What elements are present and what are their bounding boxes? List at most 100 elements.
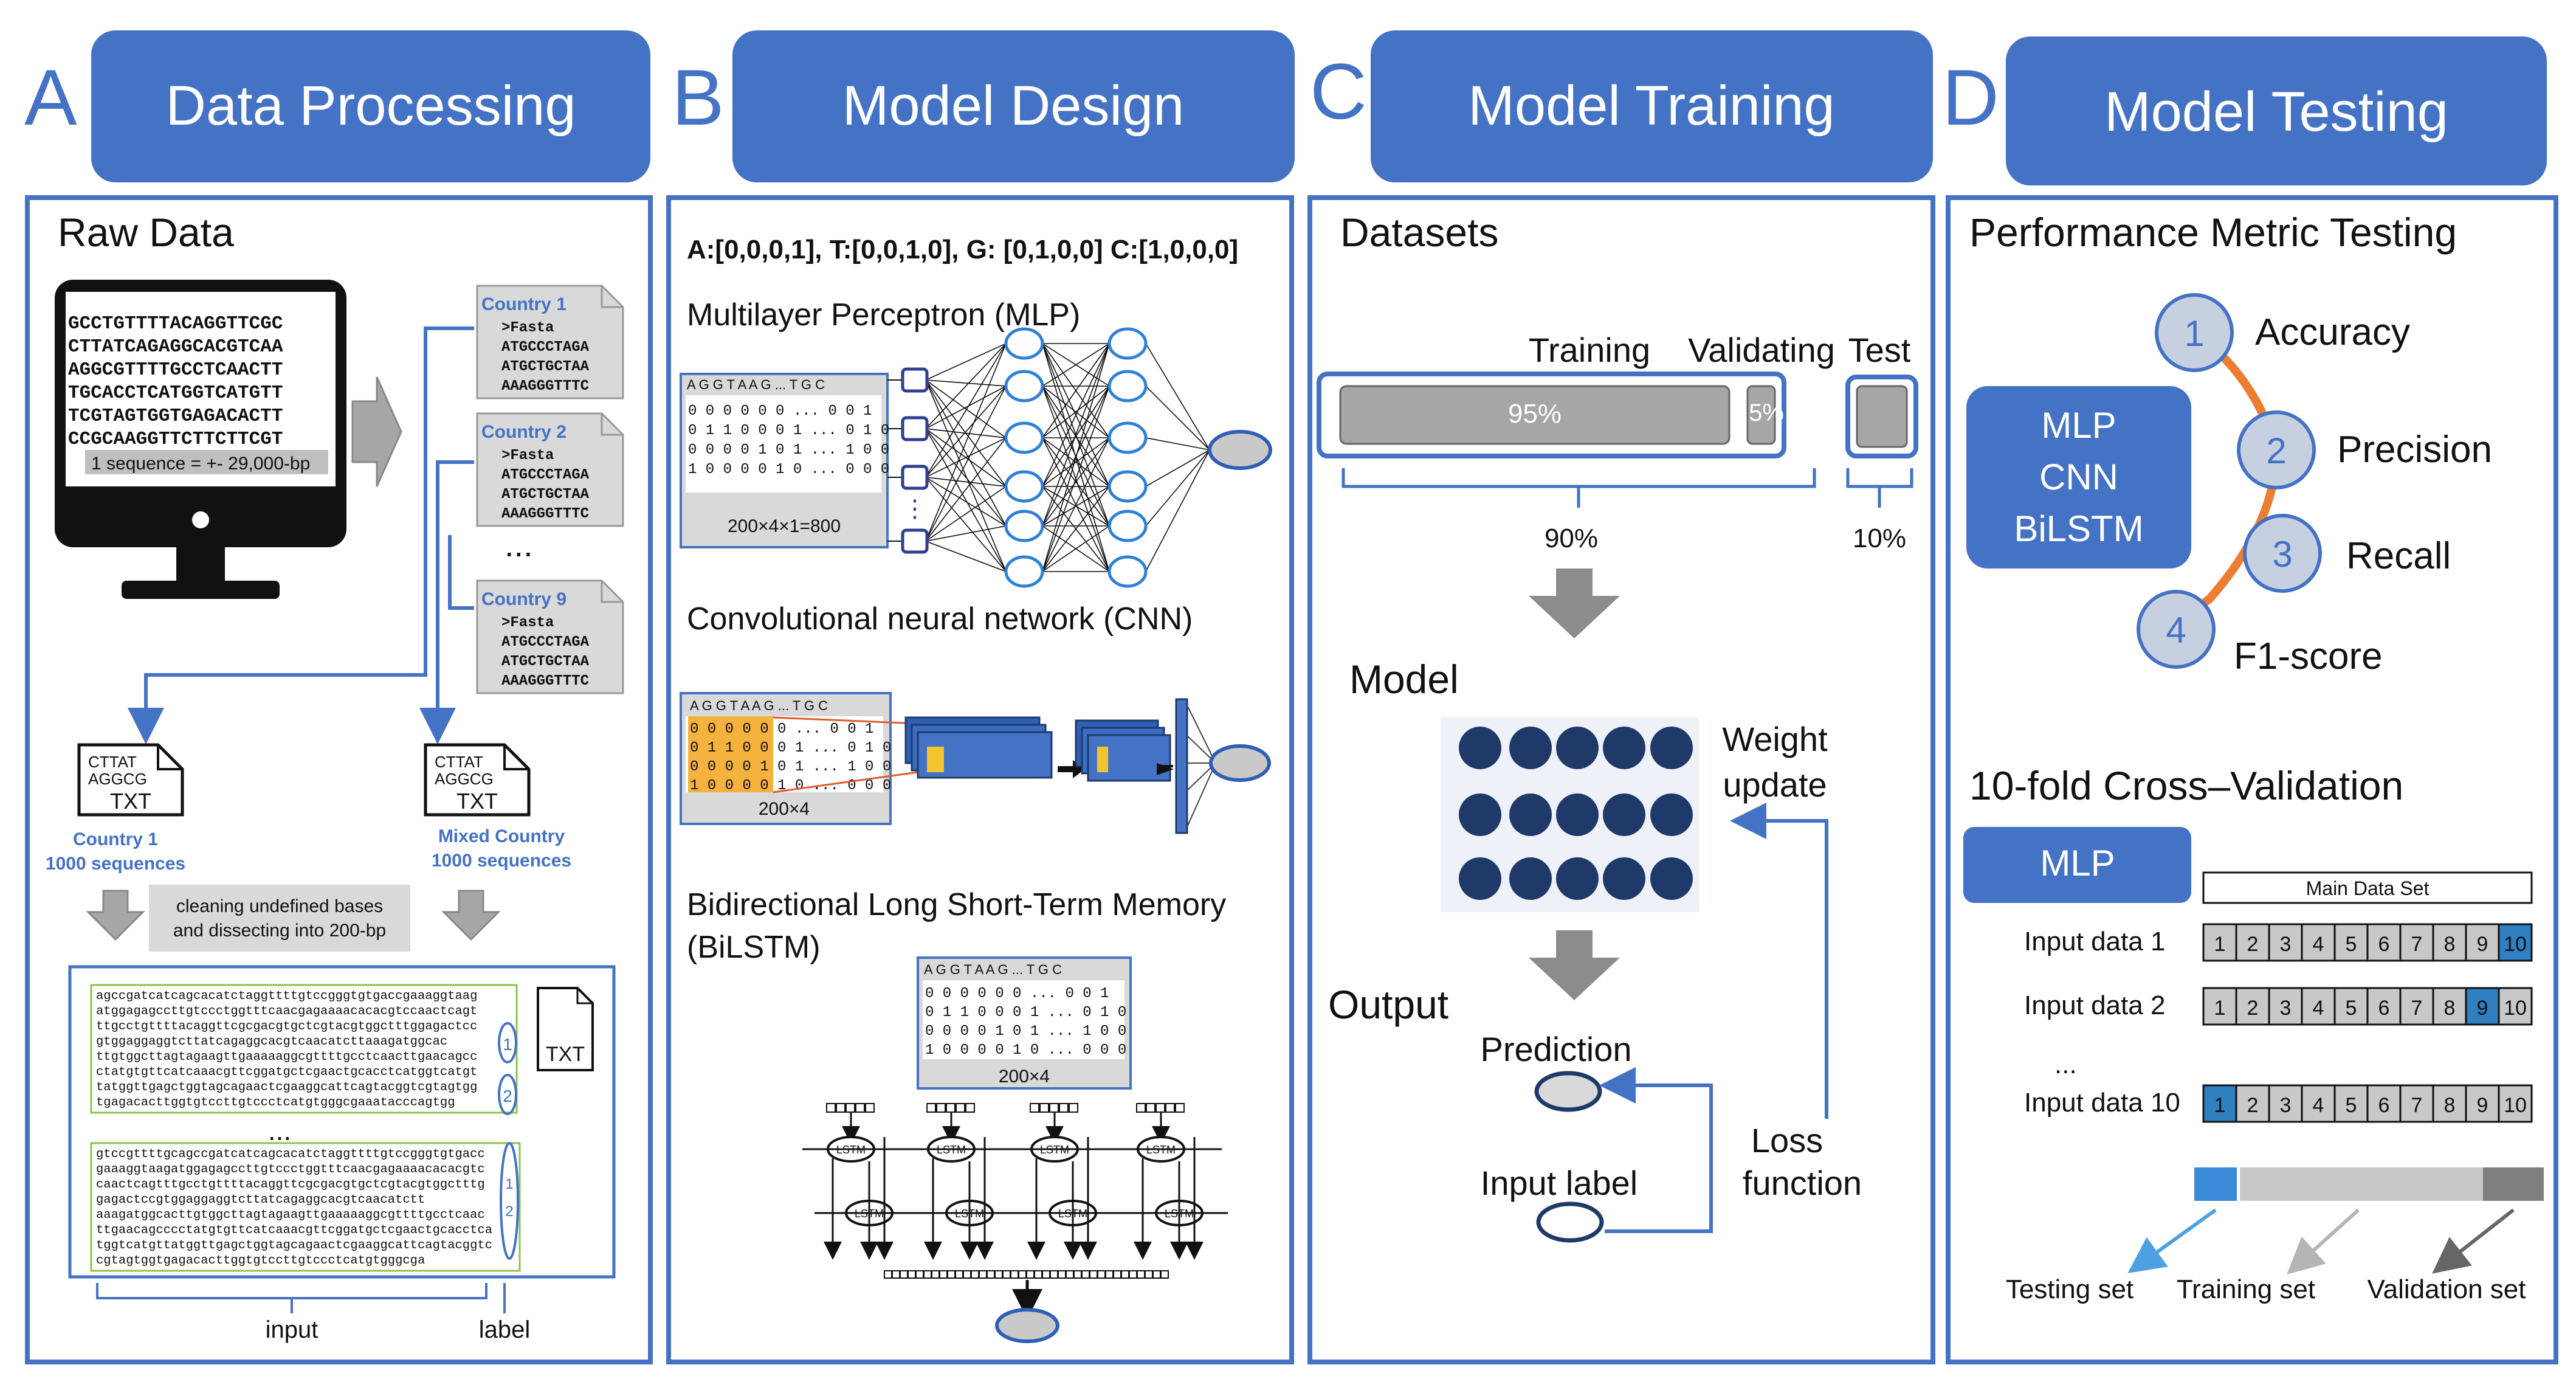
training-bar xyxy=(1339,385,1731,445)
input-label-text: Input label xyxy=(1481,1164,1638,1202)
model-neuron xyxy=(1509,857,1552,900)
model-neuron xyxy=(1603,727,1645,769)
raw-data-title: Raw Data xyxy=(58,210,234,255)
txt-right-caption2: 1000 sequences xyxy=(432,851,571,871)
fasta-doc-line: AAAGGGTTTC xyxy=(501,673,589,690)
fasta-doc-title: Country 9 xyxy=(481,589,567,609)
training-label: Training xyxy=(1529,331,1650,369)
seq-block2: gtccgttttgcagccgatcatcagcacatctaggttttgt… xyxy=(96,1147,492,1268)
cv-fold-number: 2 xyxy=(2247,997,2259,1020)
down-arrow-2-icon xyxy=(1529,930,1620,1000)
model-neuron xyxy=(1603,793,1645,836)
model-neuron xyxy=(1459,793,1501,836)
bilstm-matrix-inner xyxy=(923,980,1124,1059)
panel-b-frame xyxy=(666,195,1294,1364)
monitor-icon: GCCTGTTTTACAGGTTCGCCTTATCAGAGGCACGTCAAAG… xyxy=(55,280,346,599)
sequence-box xyxy=(68,965,616,1279)
down-arrow-left-icon xyxy=(86,890,145,941)
panel-letter-b: B xyxy=(672,53,725,142)
fasta-doc-line: >Fasta xyxy=(501,448,554,464)
metric-number-circle xyxy=(2243,514,2322,593)
fasta-doc: Country 9>FastaATGCCCTAGAATGCTGCTAAAAAGG… xyxy=(476,579,624,694)
cv-fold-number: 10 xyxy=(2504,933,2527,956)
test-bar xyxy=(1856,385,1908,448)
cv-fold-cell xyxy=(2465,987,2500,1026)
weight-update-1: Weight xyxy=(1722,720,1828,758)
cv-fold-number: 4 xyxy=(2313,1094,2324,1117)
label-marker-2: 2 xyxy=(503,1087,512,1105)
model-neuron xyxy=(1603,857,1645,900)
label-oval-2 xyxy=(498,1074,517,1115)
mlp-input-node xyxy=(901,528,929,554)
header-box-b xyxy=(732,30,1295,182)
cv-fold-cell xyxy=(2235,987,2270,1026)
txt-right-ext: TXT xyxy=(456,789,498,814)
fasta-doc-line: >Fasta xyxy=(501,615,554,631)
sequence-line: tggtcatgttatggttgagctggtagcagaactcgaaggc… xyxy=(96,1239,492,1253)
header-box-a xyxy=(91,30,650,182)
metric-number: 1 xyxy=(2184,313,2204,354)
screen-line: GCCTGTTTTACAGGTTCGC xyxy=(68,313,283,334)
cv-fold-cell xyxy=(2301,923,2336,962)
metric-number: 2 xyxy=(2266,430,2286,471)
metric-name: Precision xyxy=(2337,429,2492,471)
cnn-matrix-header: A G G T A A G ... T G C xyxy=(690,698,828,713)
cv-title: 10-fold Cross–Validation xyxy=(1969,763,2403,808)
fasta-doc: Country 1>FastaATGCCCTAGAATGCTGCTAAAAAGG… xyxy=(476,285,624,399)
cv-fold-number: 3 xyxy=(2280,933,2292,956)
fasta-doc-title: Country 1 xyxy=(481,294,567,314)
cv-fold-number: 1 xyxy=(2214,933,2226,956)
metric-item: 4F1-score xyxy=(2137,590,2383,677)
matrix-row: 0 0 0 0 0 0 ... 0 0 1 xyxy=(690,721,873,738)
fasta-doc-line: AAAGGGTTTC xyxy=(501,506,589,522)
metric-number: 3 xyxy=(2272,534,2292,575)
cv-row-label: Input data 10 xyxy=(2024,1088,2180,1118)
cv-fold-number: 6 xyxy=(2378,933,2390,956)
cv-rows-ellipsis: ... xyxy=(2054,1049,2077,1079)
sequence-line: aaagatggcacttgtggcttagtagaagttgaaaaaggcg… xyxy=(96,1208,485,1222)
panel-c-frame xyxy=(1307,195,1935,1364)
fasta-doc-line: AAAGGGTTTC xyxy=(501,378,589,395)
header-title-b: Model Design xyxy=(842,75,1185,137)
panel-c-content: Datasets Training Validating Test 95% 5%… xyxy=(1317,210,1918,1243)
model-neuron xyxy=(1509,727,1552,769)
cv-model-box xyxy=(1963,827,2191,903)
header-box-d xyxy=(2006,36,2547,185)
sequence-line: tatggttgagctggtagcagaactcgaaggcattcagtac… xyxy=(96,1080,477,1094)
mlp-hidden2-node xyxy=(1107,470,1148,503)
matrix-row: 0 1 1 0 0 0 1 ... 0 1 0 xyxy=(688,423,889,439)
mlp-output-node xyxy=(1208,430,1272,470)
cv-fold-number: 5 xyxy=(2346,933,2357,956)
fasta-doc: Country 2>FastaATGCCCTAGAATGCTGCTAAAAAGG… xyxy=(476,412,624,527)
screen-line: TCGTAGTGGTGAGACACTT xyxy=(68,406,283,427)
seq-block1: agccgatcatcagcacatctaggttttgtccgggtgtgac… xyxy=(96,989,477,1110)
txt-file-icon-right: CTTAT AGGCG TXT xyxy=(424,743,531,817)
sequence-line: tgagacacttggtgtccttgtccctcatgtgggcgaaata… xyxy=(96,1096,455,1110)
txt-left-line1: CTTAT xyxy=(88,753,137,771)
txt-file-icon-seq: TXT xyxy=(537,987,594,1071)
input-caption: input xyxy=(266,1316,319,1343)
metric-number: 4 xyxy=(2166,610,2186,651)
train-val-frame xyxy=(1317,372,1786,458)
header-title-c: Model Training xyxy=(1468,75,1834,137)
screen-line: CCGCAAGGTTCTTCTTCGT xyxy=(68,429,283,450)
connector-country1 xyxy=(128,327,474,744)
sequence-line: ttgaacagcccctatgtgttcatcaaacgttcggatgctc… xyxy=(96,1223,492,1237)
model-neuron xyxy=(1509,793,1552,836)
cnn-title: Convolutional neural network (CNN) xyxy=(687,601,1193,637)
fasta-doc-line: ATGCTGCTAA xyxy=(501,359,590,375)
model-neuron xyxy=(1650,857,1693,900)
cv-fold-cell xyxy=(2432,987,2467,1026)
cleaning-line2: and dissecting into 200-bp xyxy=(173,921,386,941)
header-box-c xyxy=(1371,30,1933,182)
cv-fold-cell xyxy=(2301,1084,2336,1123)
cv-model: MLP xyxy=(2040,843,2115,883)
pct-90: 90% xyxy=(1545,524,1598,553)
metric-name: Recall xyxy=(2346,535,2451,577)
cv-fold-number: 2 xyxy=(2247,933,2259,956)
fasta-doc-line: >Fasta xyxy=(501,320,554,336)
cleaning-box xyxy=(149,885,410,952)
connector-country9 xyxy=(448,535,474,610)
